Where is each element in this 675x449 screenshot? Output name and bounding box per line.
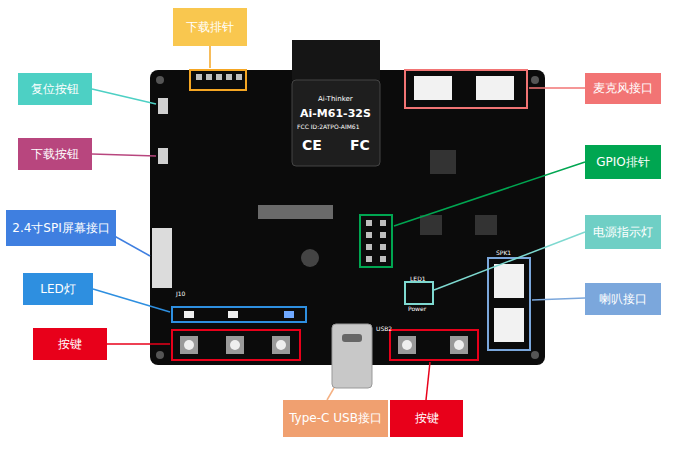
inductor bbox=[301, 249, 319, 267]
callout-box: LED灯 bbox=[23, 273, 93, 305]
callout-box: 下载排针 bbox=[173, 8, 247, 46]
mount-hole bbox=[531, 76, 539, 84]
silkscreen-text: SPK1 bbox=[496, 250, 511, 257]
antenna bbox=[292, 40, 380, 80]
silkscreen-text: LED1 bbox=[410, 276, 426, 283]
led bbox=[284, 311, 294, 318]
silkscreen-text: USB2 bbox=[376, 326, 392, 333]
mic-connector bbox=[414, 76, 452, 100]
silkscreen-text: Ai-M61-32S bbox=[300, 108, 371, 120]
gpio-pins bbox=[366, 220, 386, 262]
header-pins bbox=[196, 74, 242, 80]
pcb bbox=[150, 70, 545, 365]
mount-hole bbox=[156, 351, 164, 359]
chip bbox=[430, 150, 456, 174]
highlight bbox=[172, 307, 306, 322]
callout-box: 按键 bbox=[33, 328, 107, 360]
callout-box: 麦克风接口 bbox=[585, 73, 661, 104]
callout-text: 按键 bbox=[415, 411, 439, 425]
chip bbox=[420, 215, 442, 235]
screen-connector bbox=[152, 228, 172, 288]
callout-text: 麦克风接口 bbox=[593, 81, 653, 95]
highlight bbox=[488, 258, 530, 350]
highlight bbox=[405, 282, 433, 304]
callout-box: 按键 bbox=[390, 400, 463, 437]
silkscreen-text: Power bbox=[408, 306, 426, 313]
push-buttons bbox=[180, 336, 468, 354]
silkscreen-text: J10 bbox=[176, 291, 185, 298]
silkscreen-text: FC bbox=[350, 138, 370, 153]
callout-text: 按键 bbox=[58, 337, 82, 351]
callout-box: 复位按钮 bbox=[18, 73, 92, 105]
fpc-connector bbox=[258, 205, 333, 219]
speaker-connector bbox=[494, 264, 524, 298]
download-button bbox=[158, 148, 168, 164]
highlight bbox=[172, 330, 300, 360]
speaker-connector bbox=[494, 308, 524, 342]
silkscreen-text: CE bbox=[302, 138, 322, 153]
callout-box: GPIO排针 bbox=[585, 145, 661, 179]
callout-text: 下载排针 bbox=[186, 20, 234, 34]
led bbox=[184, 311, 194, 318]
reset-button bbox=[158, 98, 168, 114]
callout-text: Type-C USB接口 bbox=[289, 411, 382, 425]
module-shield bbox=[292, 80, 380, 166]
callout-text: GPIO排针 bbox=[596, 155, 650, 169]
silkscreen-text: FCC ID:2ATPO-AIM61 bbox=[297, 124, 360, 131]
highlight bbox=[390, 330, 478, 360]
callout-box: Type-C USB接口 bbox=[283, 400, 388, 437]
led bbox=[228, 311, 238, 318]
callout-box: 喇叭接口 bbox=[585, 283, 661, 315]
callout-text: 下载按钮 bbox=[31, 147, 79, 161]
callout-box: 下载按钮 bbox=[18, 138, 92, 170]
highlight bbox=[405, 70, 527, 108]
callout-text: 喇叭接口 bbox=[599, 292, 647, 306]
highlight bbox=[190, 70, 246, 90]
chip bbox=[475, 215, 497, 235]
leader-lines bbox=[92, 46, 585, 400]
usb-c-port bbox=[332, 324, 372, 388]
callout-text: LED灯 bbox=[40, 282, 76, 296]
usb-c-opening bbox=[342, 334, 362, 342]
highlight bbox=[360, 215, 392, 267]
callout-box: 电源指示灯 bbox=[585, 215, 661, 249]
callout-box: 2.4寸SPI屏幕接口 bbox=[6, 210, 116, 246]
silkscreen-text: Ai-Thinker bbox=[318, 96, 353, 104]
mount-hole bbox=[156, 76, 164, 84]
mic-connector bbox=[476, 76, 514, 100]
mount-hole bbox=[531, 351, 539, 359]
callout-text: 复位按钮 bbox=[31, 82, 79, 96]
callout-text: 2.4寸SPI屏幕接口 bbox=[12, 221, 109, 235]
callout-text: 电源指示灯 bbox=[593, 225, 653, 239]
